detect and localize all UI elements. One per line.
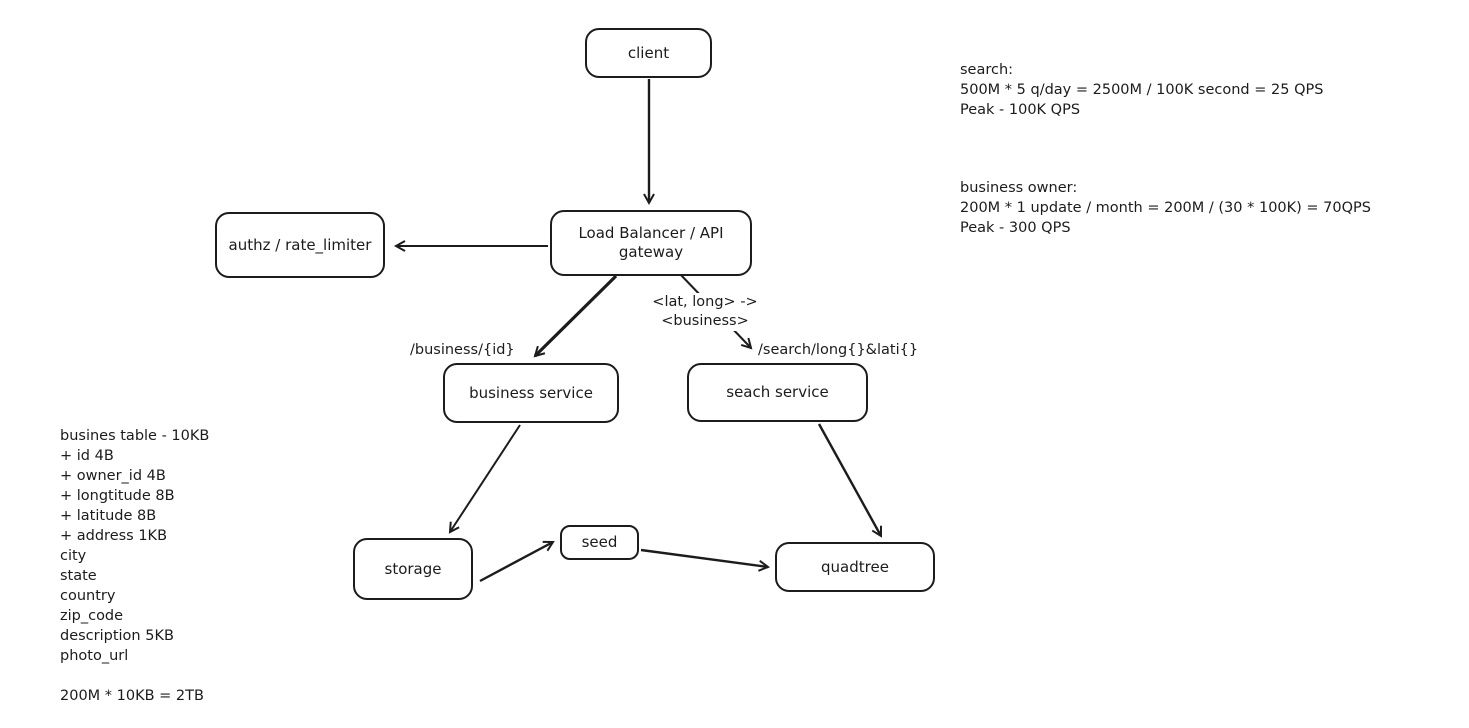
node-search-service: seach service [687,363,868,422]
note-business-table-schema-size: busines table - 10KB + id 4B + owner_id … [60,428,210,704]
edge-label-search-endpoint: /search/long{}&lati{} [758,341,919,360]
node-seed-label: seed [581,533,618,551]
node-client: client [585,28,712,78]
node-quadtree: quadtree [775,542,935,592]
arrow-search-service-to-quadtree [817,423,883,538]
node-quadtree-label: quadtree [821,557,889,576]
arrow-gateway-to-business-service [533,274,618,358]
node-storage-label: storage [384,559,442,578]
note-business-owner-qps-estimate: business owner: 200M * 1 update / month … [960,180,1371,236]
arrow-business-service-to-storage [448,424,521,534]
node-seed: seed [560,525,639,560]
node-load-balancer-api-gateway-label: Load Balancer / API gateway [578,224,724,261]
node-client-label: client [627,43,670,62]
arrow-storage-to-seed [479,540,555,583]
node-search-service-label: seach service [726,383,829,401]
node-load-balancer-api-gateway: Load Balancer / API gateway [550,210,752,276]
node-authz-rate-limiter-label: authz / rate_limiter [228,235,372,254]
edge-label-latlong-mapping: <lat, long> -> <business> [645,293,765,331]
node-business-service: business service [443,363,619,423]
node-business-service-label: business service [469,383,593,402]
note-search-qps-estimate: search: 500M * 5 q/day = 2500M / 100K se… [960,62,1324,118]
edge-label-business-endpoint: /business/{id} [410,341,515,360]
node-authz-rate-limiter: authz / rate_limiter [215,212,385,278]
arrow-seed-to-quadtree [640,548,771,572]
node-storage: storage [353,538,473,600]
